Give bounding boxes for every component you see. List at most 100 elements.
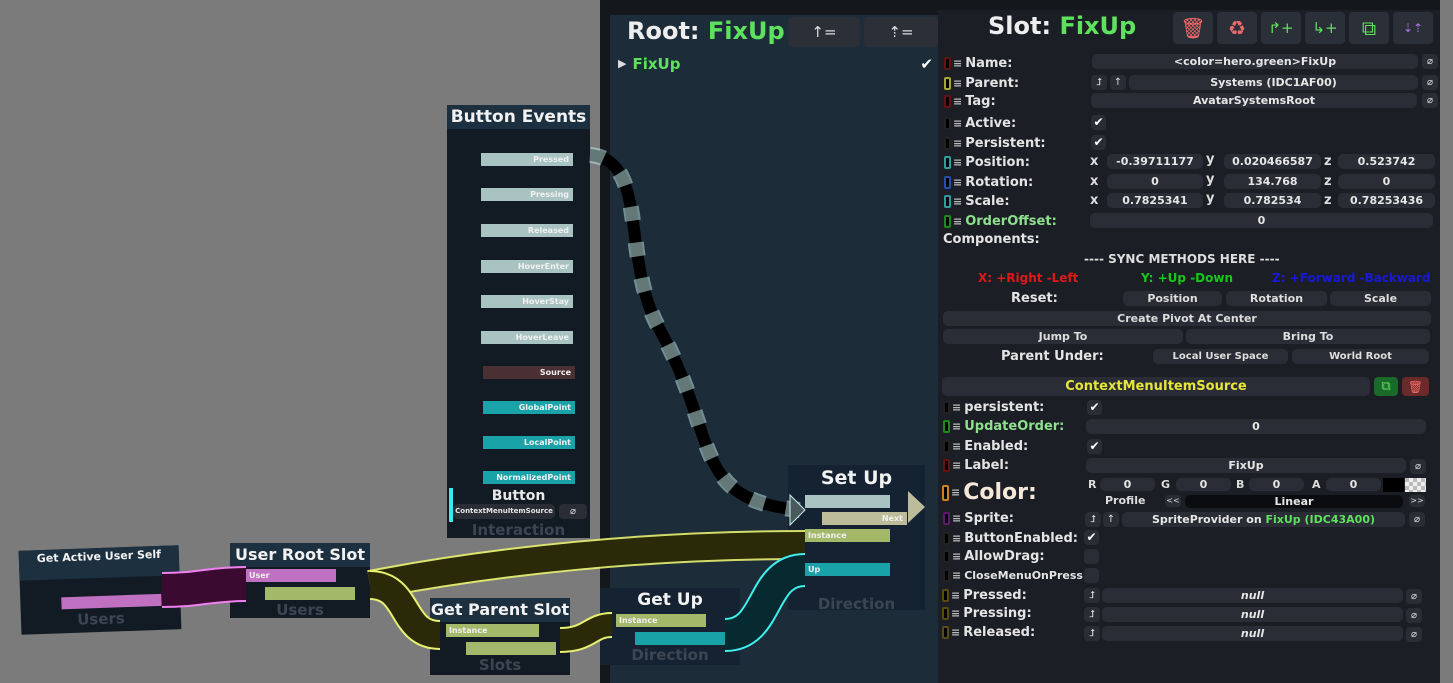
button-events-node[interactable]: Button Events Pressed Pressing Released …	[447, 105, 590, 539]
tag-field[interactable]: AvatarSystemsRoot	[1091, 93, 1417, 108]
jump-to-button[interactable]: Jump To	[943, 329, 1183, 344]
goto-icon[interactable]: ⮥	[1084, 607, 1100, 622]
scale-y-field[interactable]: 0.782534	[1224, 193, 1321, 208]
clear-icon[interactable]: ⌀	[1422, 93, 1438, 108]
clear-icon[interactable]: ⌀	[559, 504, 587, 519]
allow-drag-checkbox[interactable]	[1084, 549, 1099, 564]
move-up-icon[interactable]: ↑=	[788, 17, 860, 47]
input-instance[interactable]: Instance	[446, 624, 539, 637]
local-user-space-button[interactable]: Local User Space	[1153, 349, 1288, 364]
rotation-y-field[interactable]: 134.768	[1224, 174, 1321, 189]
enabled-checkbox[interactable]: ✔	[1087, 439, 1102, 454]
world-root-button[interactable]: World Root	[1292, 349, 1429, 364]
output-released[interactable]: Released	[481, 224, 573, 237]
get-up-node[interactable]: Get Up Instance Direction	[600, 588, 740, 665]
button-enabled-checkbox[interactable]: ✔	[1084, 530, 1099, 545]
output-parent[interactable]	[466, 642, 556, 655]
output-localpoint[interactable]: LocalPoint	[483, 436, 575, 449]
clear-icon[interactable]: ⌀	[1406, 589, 1422, 604]
profile-field[interactable]: Linear	[1185, 495, 1403, 508]
duplicate-icon[interactable]: ⧉	[1349, 12, 1389, 44]
scale-z-field[interactable]: 0.78253436	[1338, 193, 1435, 208]
color-g-field[interactable]: 0	[1176, 478, 1231, 491]
goto-parent-icon[interactable]: ⮥	[1091, 75, 1107, 90]
output-direction[interactable]	[635, 632, 725, 645]
set-up-node[interactable]: Set Up Next Instance Up Direction	[788, 465, 925, 613]
pressing-field[interactable]: null	[1102, 607, 1403, 622]
comp-persistent-checkbox[interactable]: ✔	[1087, 400, 1102, 415]
clear-icon[interactable]: ⌀	[1409, 512, 1425, 527]
input-instance[interactable]: Instance	[616, 614, 706, 627]
duplicate-component-icon[interactable]: ⧉	[1374, 377, 1398, 396]
clear-icon[interactable]: ⌀	[1410, 459, 1426, 474]
output-user[interactable]	[61, 593, 162, 610]
order-offset-field[interactable]: 0	[1090, 213, 1433, 228]
position-y-field[interactable]: 0.020466587	[1224, 154, 1321, 169]
reset-position-button[interactable]: Position	[1123, 291, 1222, 306]
component-header[interactable]: ContextMenuItemSource	[942, 377, 1370, 396]
move-out-icon[interactable]: ⇡=	[864, 17, 938, 47]
output-pressed[interactable]: Pressed	[481, 153, 573, 166]
reset-scale-button[interactable]: Scale	[1330, 291, 1431, 306]
center-icon[interactable]: ⇣⇡	[1393, 12, 1433, 44]
output-slot[interactable]	[265, 587, 355, 600]
clear-icon[interactable]: ⌀	[1422, 54, 1438, 69]
released-field[interactable]: null	[1102, 626, 1403, 641]
up-arrow-icon[interactable]: ↑	[1103, 512, 1119, 527]
active-check-icon[interactable]: ✔	[920, 55, 933, 73]
output-hoverleave[interactable]: HoverLeave	[481, 331, 573, 344]
profile-next-button[interactable]: >>	[1409, 495, 1425, 507]
add-child-icon[interactable]: ↳+	[1305, 12, 1345, 44]
input-impulse[interactable]	[805, 495, 890, 508]
goto-icon[interactable]: ⮥	[1084, 588, 1100, 603]
output-pressing[interactable]: Pressing	[481, 188, 573, 201]
input-up[interactable]: Up	[805, 563, 890, 576]
create-pivot-button[interactable]: Create Pivot At Center	[943, 311, 1431, 326]
goto-icon[interactable]: ⮥	[1084, 626, 1100, 641]
position-x-field[interactable]: -0.39711177	[1107, 154, 1203, 169]
clear-icon[interactable]: ⌀	[1406, 627, 1422, 642]
input-instance[interactable]: Instance	[805, 529, 890, 542]
sprite-field[interactable]: SpriteProvider on FixUp (IDC43A00)	[1122, 512, 1405, 527]
output-next[interactable]: Next	[822, 512, 907, 525]
name-field[interactable]: <color=hero.green>FixUp	[1092, 54, 1418, 69]
up-arrow-icon[interactable]: ↑	[1110, 75, 1126, 90]
rotation-x-field[interactable]: 0	[1107, 174, 1203, 189]
rotation-z-field[interactable]: 0	[1338, 174, 1435, 189]
output-normalizedpoint[interactable]: NormalizedPoint	[483, 471, 575, 484]
update-order-field[interactable]: 0	[1086, 419, 1426, 434]
clear-icon[interactable]: ⌀	[1406, 608, 1422, 623]
active-checkbox[interactable]: ✔	[1091, 115, 1106, 130]
pressed-field[interactable]: null	[1102, 588, 1403, 603]
clear-icon[interactable]: ⌀	[1422, 75, 1438, 90]
color-r-field[interactable]: 0	[1100, 478, 1155, 491]
scale-x-field[interactable]: 0.7825341	[1107, 193, 1203, 208]
get-parent-slot-node[interactable]: Get Parent Slot Instance Slots	[430, 598, 570, 675]
output-globalpoint[interactable]: GlobalPoint	[483, 401, 575, 414]
user-root-slot-node[interactable]: User Root Slot User Users	[230, 543, 370, 619]
color-a-field[interactable]: 0	[1326, 478, 1381, 491]
remove-component-icon[interactable]: 🗑	[1402, 377, 1429, 396]
color-swatch[interactable]	[1383, 478, 1404, 492]
hierarchy-item-fixup[interactable]: ▶ FixUp ✔	[618, 55, 933, 73]
output-source[interactable]: Source	[483, 366, 575, 379]
reset-rotation-button[interactable]: Rotation	[1226, 291, 1327, 306]
goto-sprite-icon[interactable]: ⮥	[1085, 512, 1101, 527]
recycle-icon[interactable]: ♻	[1217, 12, 1257, 44]
expand-arrow-icon[interactable]: ▶	[618, 57, 627, 70]
trash-icon[interactable]: 🗑	[1173, 12, 1213, 44]
profile-prev-button[interactable]: <<	[1165, 495, 1181, 507]
close-menu-checkbox[interactable]	[1084, 568, 1099, 583]
get-active-user-node[interactable]: Get Active User Self Users	[18, 545, 182, 635]
position-z-field[interactable]: 0.523742	[1338, 154, 1435, 169]
bring-to-button[interactable]: Bring To	[1186, 329, 1430, 344]
parent-field[interactable]: Systems (IDC1AF00)	[1129, 75, 1418, 90]
input-user[interactable]: User	[246, 569, 336, 582]
output-hoverstay[interactable]: HoverStay	[481, 295, 573, 308]
persistent-checkbox[interactable]: ✔	[1091, 135, 1106, 150]
button-field-value[interactable]: ContextMenuItemSource	[453, 504, 555, 519]
output-hoverenter[interactable]: HoverEnter	[481, 260, 573, 273]
color-b-field[interactable]: 0	[1249, 478, 1304, 491]
insert-parent-icon[interactable]: ↱+	[1261, 12, 1301, 44]
label-field[interactable]: FixUp	[1086, 458, 1406, 473]
